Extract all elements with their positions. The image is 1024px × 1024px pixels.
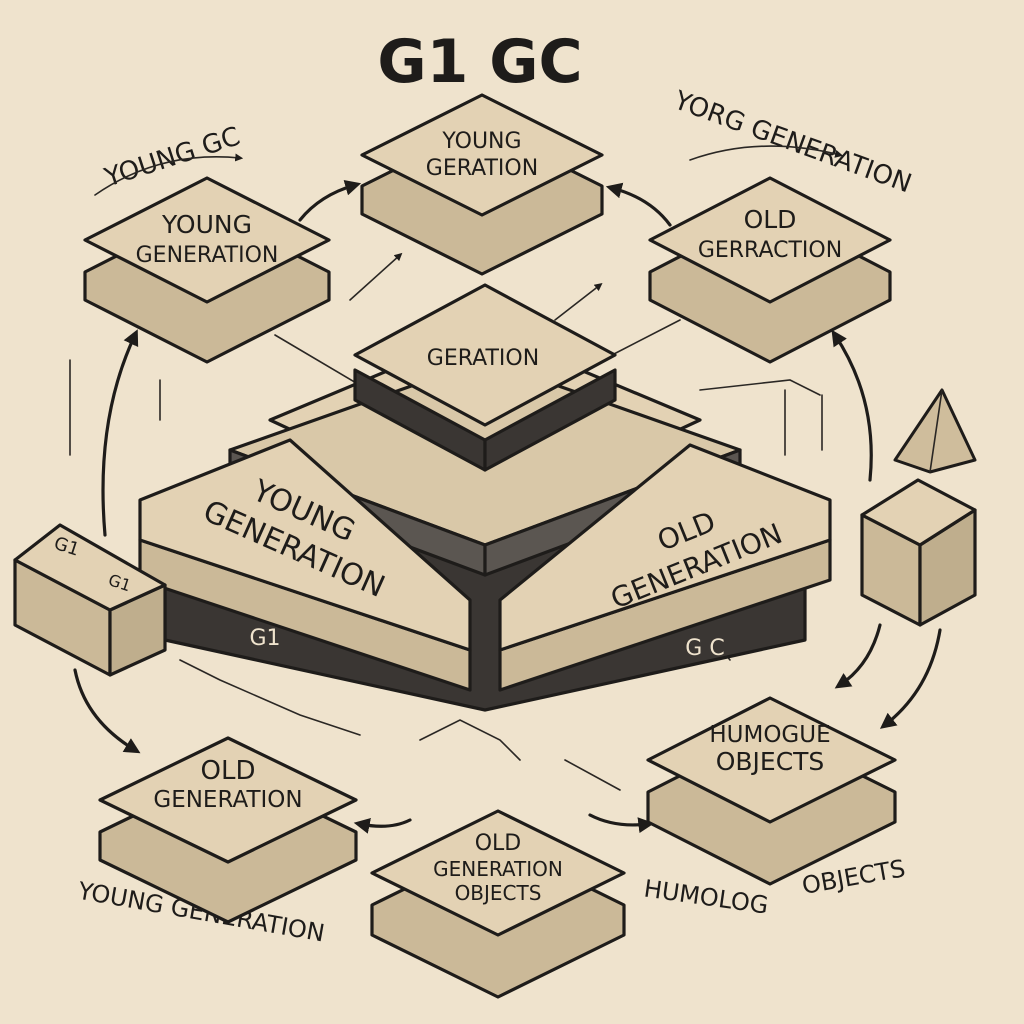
tile-top-left: YOUNG GENERATION bbox=[83, 176, 331, 364]
corner-label-top-right: YORG GENERATION bbox=[669, 85, 915, 199]
left-base-label: G1 bbox=[249, 626, 280, 651]
tile-top-center: YOUNG GERATION bbox=[360, 93, 604, 276]
arrow-right-mid bbox=[834, 623, 882, 689]
tile-bottom-right-line-2: OBJECTS bbox=[716, 747, 825, 776]
tile-bottom-center-line-1: OLD bbox=[475, 831, 522, 856]
tile-top-center-line-2: GERATION bbox=[426, 156, 538, 181]
small-box-left: G1 G1 bbox=[13, 523, 167, 677]
tile-bottom-left: OLD GENERATION bbox=[98, 736, 358, 924]
top-block-label: GERATION bbox=[427, 346, 539, 371]
tile-bottom-right-line-1: HUMOGUE bbox=[709, 722, 830, 748]
tile-bottom-left-line-2: GENERATION bbox=[153, 787, 302, 813]
arrow-right-up bbox=[831, 329, 873, 482]
tile-top-right: OLD GERRACTION bbox=[648, 176, 892, 364]
arrow-bottom-left bbox=[353, 818, 412, 834]
corner-label-bottom-right-a: HUMOLOG bbox=[642, 875, 770, 920]
arrow-left-down bbox=[73, 668, 141, 754]
sketch-connectors bbox=[69, 145, 844, 791]
tile-bottom-right: HUMOGUE OBJECTS bbox=[646, 696, 897, 886]
tile-top-center-line-1: YOUNG bbox=[441, 129, 521, 154]
tile-top-right-line-2: GERRACTION bbox=[698, 238, 842, 263]
tile-top-left-line-1: YOUNG bbox=[161, 210, 252, 239]
arrow-right-down bbox=[879, 628, 942, 729]
arrow-bottom-right bbox=[588, 813, 655, 834]
tile-bottom-center-line-3: OBJECTS bbox=[455, 881, 542, 905]
pyramid-shape bbox=[893, 388, 977, 474]
tile-bottom-center: OLD GENERATION OBJECTS bbox=[370, 809, 626, 999]
diagram-title: G1 GC bbox=[377, 27, 582, 97]
tile-top-left-line-2: GENERATION bbox=[136, 243, 279, 268]
tile-bottom-left-line-1: OLD bbox=[201, 756, 256, 786]
arrow-left-up bbox=[101, 329, 139, 537]
tile-bottom-center-line-2: GENERATION bbox=[433, 857, 563, 881]
right-base-label: G C bbox=[685, 636, 724, 661]
arrow-old-to-top bbox=[605, 182, 672, 227]
small-cube-right bbox=[860, 388, 977, 627]
tile-top-right-line-1: OLD bbox=[744, 205, 797, 234]
arrow-young-to-top bbox=[298, 179, 362, 222]
central-heap-structure: YOUNG GENERATION OLD GENERATION G1 G C G… bbox=[138, 283, 832, 712]
